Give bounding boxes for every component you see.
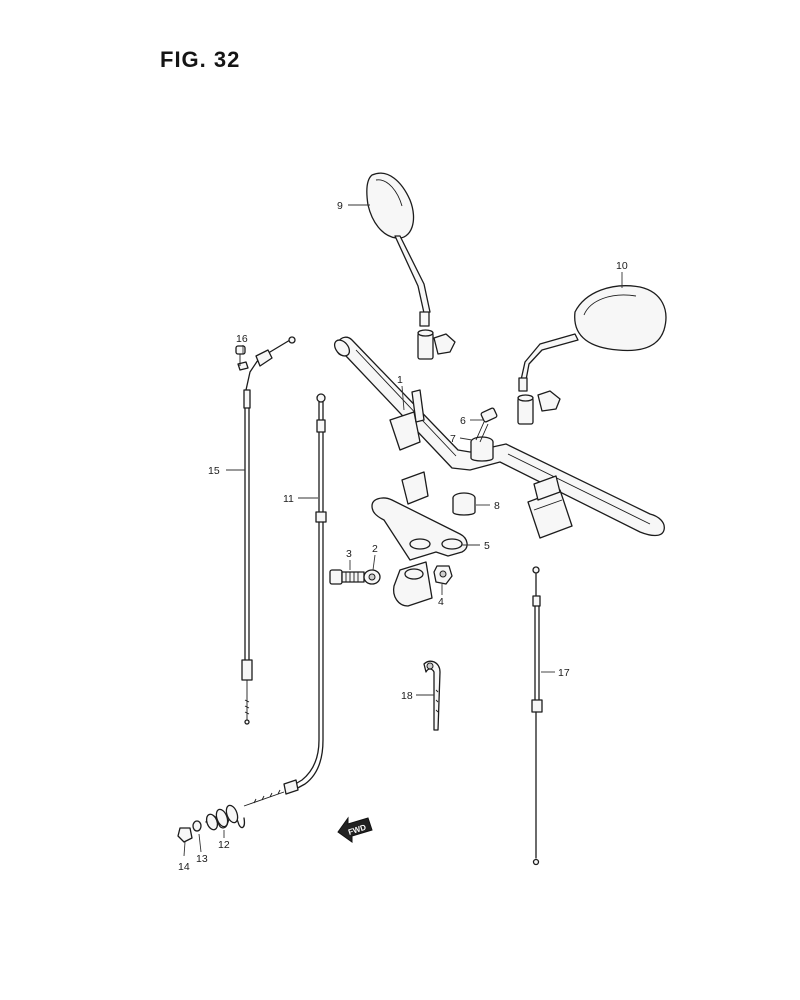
callout-4: 4 [438, 596, 444, 608]
cable-spring-and-nuts [177, 804, 246, 843]
callout-9: 9 [337, 200, 343, 212]
cable-clip [423, 660, 441, 731]
callout-15: 15 [208, 465, 220, 477]
callout-16: 16 [236, 333, 248, 345]
holder-bolt [475, 407, 498, 443]
callout-14: 14 [178, 861, 190, 873]
callout-18: 18 [401, 690, 413, 702]
right-mirror [518, 285, 667, 392]
throttle-cable [237, 336, 296, 725]
lower-bolt-washer-nut [329, 565, 453, 585]
figure-title: FIG. 32 [160, 47, 241, 72]
callout-13: 13 [196, 853, 208, 865]
callout-12: 12 [218, 839, 230, 851]
callout-5: 5 [484, 540, 490, 552]
callout-1: 1 [397, 374, 403, 386]
callout-17: 17 [558, 667, 570, 679]
callout-3: 3 [346, 548, 352, 560]
callout-6: 6 [460, 415, 466, 427]
forward-direction-arrow: FWD [337, 816, 373, 843]
callout-7: 7 [450, 433, 456, 445]
handlebar [333, 336, 665, 539]
left-mirror [366, 172, 431, 327]
cable-17 [531, 566, 543, 866]
brake-cable [243, 393, 327, 807]
callout-11: 11 [283, 493, 294, 505]
callout-labels: 9 10 16 1 6 7 15 11 8 5 3 2 4 17 18 12 1 [178, 200, 628, 873]
callout-8: 8 [494, 500, 500, 512]
mirror-adapters [417, 329, 561, 425]
callout-10: 10 [616, 260, 628, 272]
holder-cushions [452, 436, 494, 516]
callout-2: 2 [372, 543, 378, 555]
handlebar-holder [371, 497, 468, 607]
